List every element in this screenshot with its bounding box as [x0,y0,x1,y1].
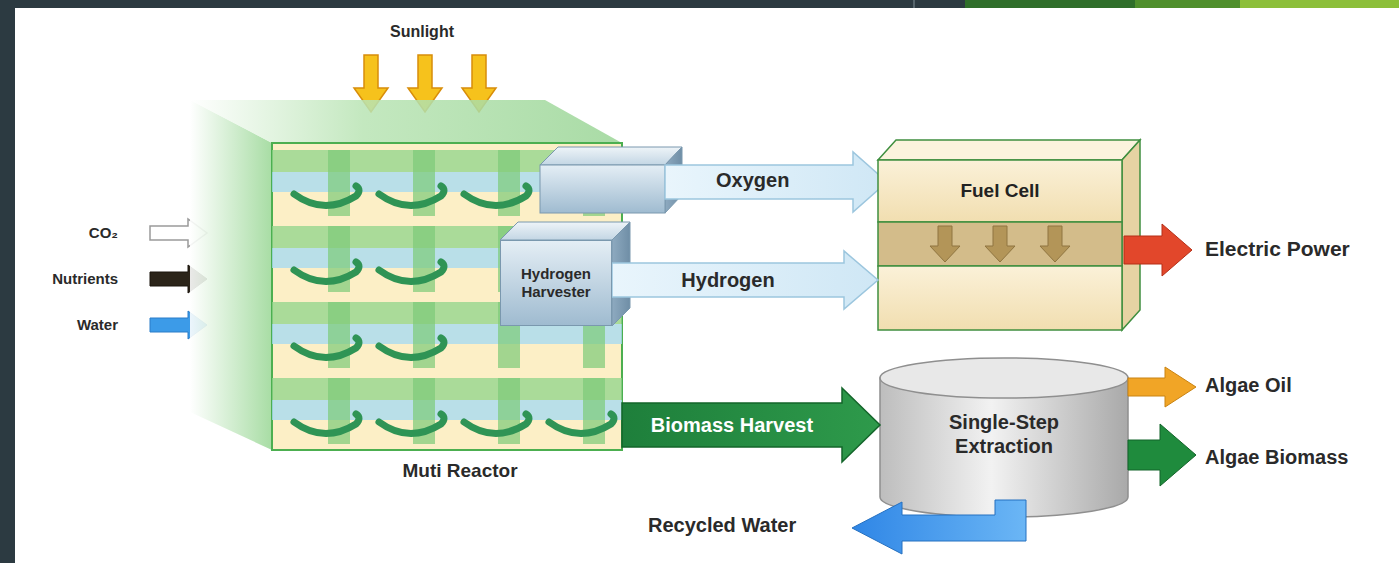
flow-arrow [1040,226,1070,262]
output-label: Algae Oil [1205,374,1292,397]
harvester-top [500,222,630,240]
lattice-bar [272,302,622,324]
oxygen-arrow [665,152,887,212]
hydrogen-arrow [612,251,878,309]
reactor-box: Muti ReactorHydrogen Harvester [272,143,622,450]
reactor-side [190,100,272,450]
reactor-top [190,100,622,143]
harvester-box: Hydrogen Harvester [500,240,612,326]
slide-frame [0,0,15,563]
extraction-cylinder-top [880,358,1128,398]
algae-coil [464,186,529,206]
algae-coil [379,262,444,282]
algae-coil [379,186,444,206]
biomass-harvest-arrow [622,388,880,462]
slide-frame [0,0,1399,8]
slide-accent [1135,0,1240,8]
algae-oil-arrow [1128,367,1196,407]
extraction-cylinder [880,378,1128,517]
output-label: Recycled Water [648,514,796,537]
algae-coil [294,414,359,434]
fuel-cell-top [878,140,1140,160]
algae-coil [464,414,529,434]
lattice-bar [272,378,622,400]
edge-label: Biomass Harvest [651,414,813,437]
fuel-cell-flow-arrows [930,226,1070,262]
algae-coil [294,338,359,358]
lattice-post [583,302,605,368]
fuel-cell-side [1122,140,1140,330]
output-label: Algae Biomass [1205,446,1348,469]
algae-coil [549,414,614,434]
reactor-label: Muti Reactor [272,460,622,483]
slide-accent [1240,0,1399,8]
lattice-post [498,302,520,368]
input-label: Nutrients [52,270,118,287]
fuel-cell-layer [878,266,1122,330]
sunlight-label: Sunlight [390,23,454,41]
input-label: Water [77,316,118,333]
fuel-cell-membrane [878,222,1122,266]
flow-arrow [985,226,1015,262]
algae-coil [294,186,359,206]
node-label: Hydrogen Harvester [507,265,605,301]
edge-label: Hydrogen [681,269,774,292]
algae-coil [379,338,444,358]
oxygen-box-top [540,147,682,165]
algae-coil [379,414,444,434]
input-label: CO₂ [89,224,118,241]
recycled-water-arrow [852,500,1026,554]
electric-power-arrow [1124,224,1192,276]
oxygen-harvester-box [540,165,665,213]
flow-arrow [930,226,960,262]
fuel-cell-layer [878,160,1122,222]
algae-coil [294,262,359,282]
output-label: Electric Power [1205,237,1350,261]
slide-accent [965,0,1135,8]
node-label: Single-Step Extraction [919,410,1089,458]
oxygen-label: Oxygen [716,169,789,192]
algae-biomass-arrow [1128,424,1196,486]
slide-frame [913,0,915,8]
fuel-cell-box: Fuel Cell [878,160,1122,330]
extraction-box: Single-Step Extraction [880,358,1128,518]
node-label: Fuel Cell [960,180,1039,203]
